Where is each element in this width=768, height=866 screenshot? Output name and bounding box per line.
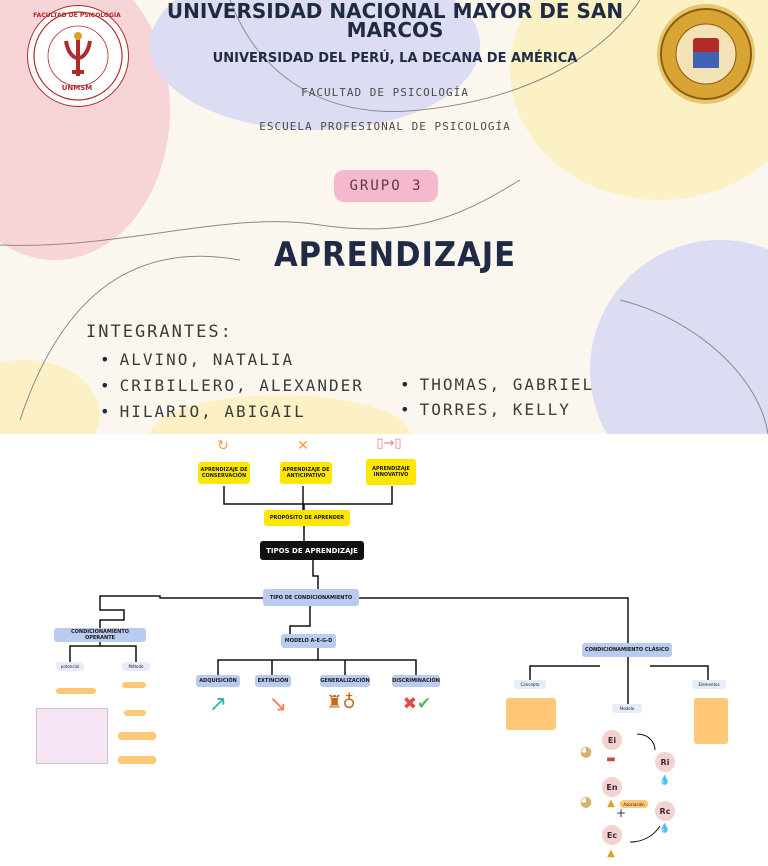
connector-lines [69,486,709,843]
bell-icon: ▲ [607,848,615,859]
circle-ec: Ec [602,825,622,845]
meat-icon: ▬ [606,754,616,765]
university-title: UNIVERSIDAD NACIONAL MAYOR DE SAN MARCOS [166,0,624,42]
clasico-elementos: Elementos [692,680,726,689]
tipos-node: TIPOS DE APRENDIZAJE [260,541,364,560]
circle-ei: Ei [602,730,622,750]
unmsm-seal [657,4,755,104]
tipo-condicionamiento-node: TIPO DE CONDICIONAMIENTO [263,589,359,606]
concept-map: ↻ ✕ ▯→▯ APRENDIZAJE DE CONSERVACIÓN APRE… [0,434,768,866]
logo-top-text: FACULTAD DE PSICOLOGÍA [33,12,121,19]
cross-check-icon: ✖✔ [402,694,432,714]
circle-en: En [602,777,622,797]
dog-icon: ◕ [579,744,593,760]
clasico-concepto: Concepto [514,680,546,689]
falling-arrow-icon: ↘ [268,692,288,717]
concepto-box [506,698,556,730]
operante-orange-1 [56,688,96,694]
member-item: ALVINO, NATALIA [100,350,294,369]
modelo-node: MODELO A-E-G-D [281,634,336,648]
clasico-node: CONDICIONAMIENTO CLÁSICO [582,643,672,657]
clasico-modelo: Modelo [612,704,642,713]
title-slide: FACULTAD DE PSICOLOGÍA UNMSM UNIVERSIDAD… [0,0,768,434]
operante-orange-4 [118,732,156,740]
plus-icon: + [616,806,627,820]
members-heading: INTEGRANTES: [86,322,233,342]
phone-icon: ▯→▯ [376,436,402,451]
operante-potencial: potencial [56,662,84,671]
purpose-innovativo: APRENDIZAJE INNOVATIVO [366,459,416,485]
skinner-box-image [36,708,108,764]
school-name: ESCUELA PROFESIONAL DE PSICOLOGÍA [259,120,511,133]
cross-icon: ✕ [297,438,309,454]
member-item: CRIBILLERO, ALEXANDER [100,376,364,395]
elementos-box [694,698,728,744]
operante-orange-5 [118,756,156,764]
modelo-item-discriminacion: DISCRIMINACIÓN [392,675,440,687]
circle-rc: Rc [655,801,675,821]
logo-bottom-text: UNMSM [61,84,93,92]
page-title: APRENDIZAJE [273,235,517,275]
blue-blob [150,0,480,130]
university-subtitle: UNIVERSIDAD DEL PERÚ, LA DECANA DE AMÉRI… [212,51,578,66]
dog-icon: ◕ [579,794,593,810]
asociacion-label: Asociación [620,800,648,808]
bell-icon: ▲ [607,798,615,809]
operante-orange-3 [124,710,146,716]
operante-node: CONDICIONAMIENTO OPERANTE [54,628,146,642]
modelo-item-generalizacion: GENERALIZACIÓN [320,675,370,687]
drops-icon: 💧 [659,824,671,834]
member-item: HILARIO, ABIGAIL [100,402,306,421]
faculty-name: FACULTAD DE PSICOLOGÍA [301,86,469,99]
modelo-item-extincion: EXTINCIÓN [255,675,291,687]
operante-orange-2 [122,682,146,688]
rising-arrow-icon: ↗ [208,692,228,717]
purpose-anticipativo: APRENDIZAJE DE ANTICIPATIVO [280,462,332,484]
proposito-node: PROPÓSITO DE APRENDER [264,510,350,526]
refresh-icon: ↻ [217,438,229,454]
purpose-conservacion: APRENDIZAJE DE CONSERVACIÓN [198,462,250,484]
modelo-item-adquisicion: ADQUISICIÓN [196,675,240,687]
psychology-faculty-logo [27,5,129,107]
operante-metodo: Método [122,662,150,671]
member-item: TORRES, KELLY [400,400,571,419]
circle-ri: Ri [655,752,675,772]
bell-icon: ♜♁ [326,692,356,713]
group-badge: GRUPO 3 [334,170,438,202]
member-item: THOMAS, GABRIEL [400,375,594,394]
decorative-lines [0,0,768,434]
drops-icon: 💧 [659,776,671,786]
